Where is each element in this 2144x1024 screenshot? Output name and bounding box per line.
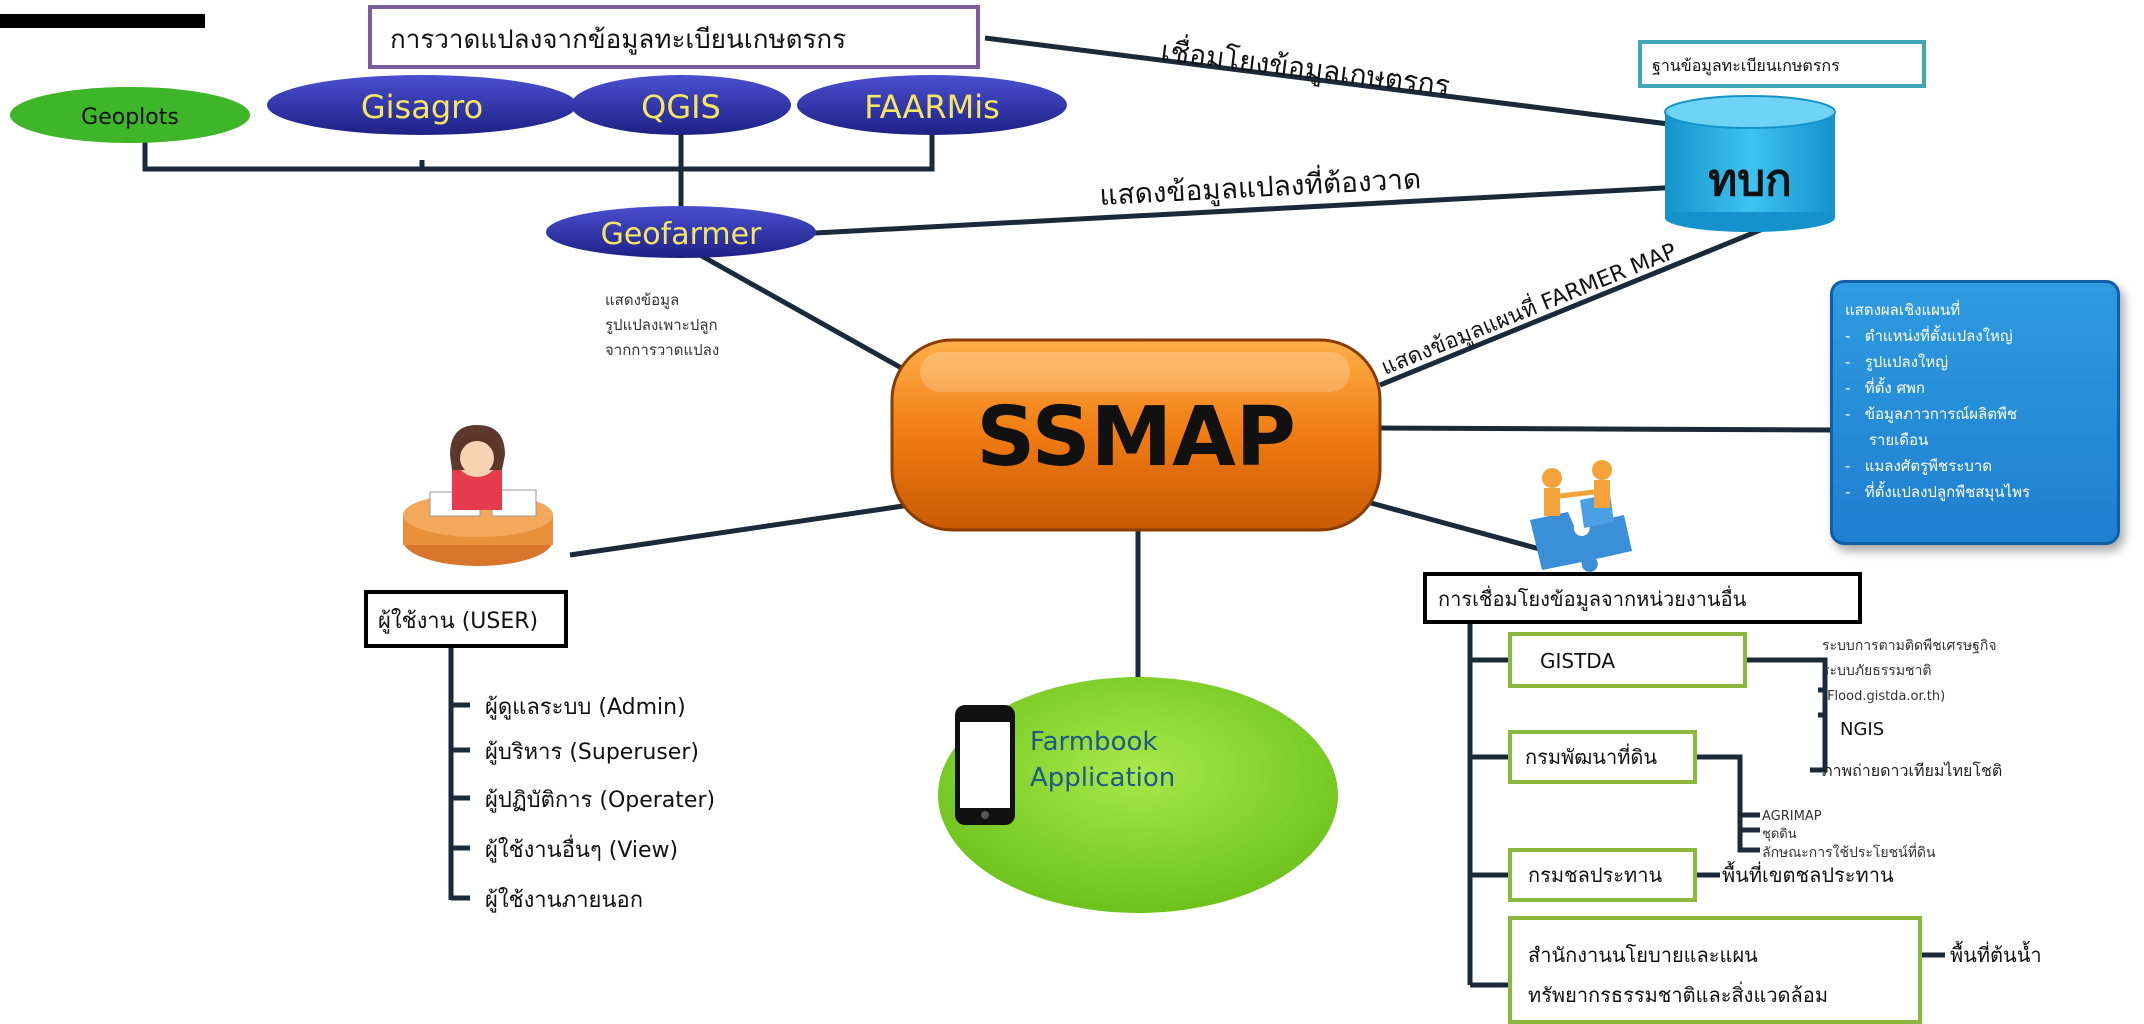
gistda-item: NGIS: [1840, 719, 1884, 740]
decor-bar: [0, 14, 205, 28]
ldd-box: [1508, 730, 1697, 784]
ssmap-label: SSMAP: [976, 390, 1296, 485]
user-item: ผู้ใช้งานอื่นๆ (View): [485, 834, 678, 863]
user-title-box: [364, 590, 568, 648]
line-geofarmer-to-db: [814, 182, 1721, 236]
handshake-puzzle-icon: [1530, 460, 1632, 572]
map-results-item: - ตำแหน่งที่ตั้งแปลงใหญ่: [1845, 327, 2013, 345]
user-item: ผู้ใช้งานภายนอก: [485, 887, 643, 913]
user-item: ผู้บริหาร (Superuser): [485, 740, 699, 765]
app-geoplots: Geoplots: [10, 87, 250, 143]
database-title: ฐานข้อมูลทะเบียนเกษตรกร: [1652, 56, 1840, 76]
onep-item: พื้นที่ต้นน้ำ: [1950, 941, 2042, 967]
line-geofarmer-to-ssmap: [698, 252, 907, 373]
line-apps-bracket: [142, 135, 422, 172]
app-geofarmer: Geofarmer: [546, 206, 816, 258]
gistda-item: (Flood.gistda.or.th): [1822, 689, 1945, 704]
line-ssmap-to-mapresults: [1379, 425, 1831, 433]
ldd-label: กรมพัฒนาที่ดิน: [1525, 743, 1657, 769]
map-results-box: แสดงผลเชิงแผนที่ - ตำแหน่งที่ตั้งแปลงใหญ…: [1830, 280, 2120, 545]
line-apps-bracket-right: [419, 132, 935, 172]
map-results-item: - รูปแปลงใหญ่: [1845, 353, 1949, 371]
ldd-item: AGRIMAP: [1762, 809, 1822, 824]
rid-item: พื้นที่เขตชลประทาน: [1722, 861, 1894, 887]
database-title-box: [1638, 40, 1926, 88]
geofarmer-note-3: จากการวาดแปลง: [605, 341, 719, 359]
external-title-box: [1423, 572, 1862, 624]
rid-box: [1508, 848, 1697, 902]
app-qgis: QGIS: [571, 75, 791, 135]
ldd-item: ลักษณะการใช้ประโยชน์ที่ดิน: [1762, 843, 1936, 861]
svg-text:Geofarmer: Geofarmer: [601, 217, 762, 252]
phone-icon: [955, 705, 1015, 825]
database-label: ทบก: [1708, 155, 1792, 206]
map-results-item: - ที่ตั้งแปลงปลูกพืชสมุนไพร: [1845, 483, 2031, 501]
line-header-to-db: [984, 35, 1741, 136]
database-cylinder: ทบก: [1664, 95, 1836, 232]
app-gisagro: Gisagro: [267, 75, 577, 135]
gistda-item: ระบบการตามติดพืชเศรษฐกิจ: [1822, 638, 1997, 654]
map-results-item: - ที่ตั้ง ศพก: [1845, 379, 1925, 397]
svg-text:Gisagro: Gisagro: [361, 88, 483, 126]
gistda-item: ภาพถ่ายดาวเทียมไทยโชติ: [1822, 761, 2002, 780]
map-results-item: - แมลงศัตรูพืชระบาด: [1845, 457, 1992, 475]
edge-label-farmer-map: แสดงข้อมูลแผนที่ FARMER MAP: [1376, 235, 1680, 380]
geofarmer-note-2: รูปแปลงเพาะปลูก: [605, 316, 718, 334]
line-ssmap-to-user: [569, 502, 911, 558]
map-results-item: - ข้อมูลภาวการณ์ผลิตพืช: [1845, 405, 2018, 423]
header-box: [368, 5, 980, 69]
ldd-item: ชุดดิน: [1762, 827, 1797, 842]
onep-label-1: สำนักงานนโยบายและแผน: [1528, 943, 1758, 967]
onep-label-2: ทรัพยากรธรรมชาติและสิ่งแวดล้อม: [1528, 981, 1828, 1007]
svg-text:Geoplots: Geoplots: [81, 105, 179, 130]
svg-text:FAARMis: FAARMis: [864, 88, 1000, 126]
user-item: ผู้ดูแลระบบ (Admin): [485, 695, 686, 720]
ssmap-center: SSMAP: [890, 338, 1382, 532]
map-results-item: รายเดือน: [1868, 431, 1929, 449]
connector-lines: [142, 35, 1945, 988]
gistda-item: ระบบภัยธรรมชาติ: [1822, 663, 1932, 679]
farmbook-label-1: Farmbook: [1030, 727, 1157, 757]
app-faarmis: FAARMis: [797, 75, 1067, 135]
farmbook-bubble: [938, 677, 1338, 913]
user-title: ผู้ใช้งาน (USER): [378, 608, 538, 634]
rid-label: กรมชลประทาน: [1528, 863, 1662, 887]
farmbook-label-2: Application: [1030, 763, 1175, 793]
svg-text:QGIS: QGIS: [641, 88, 721, 126]
header-box-label: การวาดแปลงจากข้อมูลทะเบียนเกษตรกร: [390, 25, 846, 55]
map-results-title: แสดงผลเชิงแผนที่: [1845, 301, 1961, 319]
line-db-to-ssmap: [1379, 215, 1791, 388]
gistda-box: [1508, 632, 1747, 688]
user-person-icon: [403, 425, 553, 566]
gistda-label: GISTDA: [1540, 649, 1615, 673]
user-item: ผู้ปฏิบัติการ (Operater): [485, 788, 715, 813]
onep-box: [1508, 916, 1922, 1024]
edge-label-link-farmer: เชื่อมโยงข้อมูลเกษตรกร: [1159, 31, 1452, 103]
external-title: การเชื่อมโยงข้อมูลจากหน่วยงานอื่น: [1438, 585, 1747, 612]
geofarmer-note-1: แสดงข้อมูล: [605, 291, 679, 309]
